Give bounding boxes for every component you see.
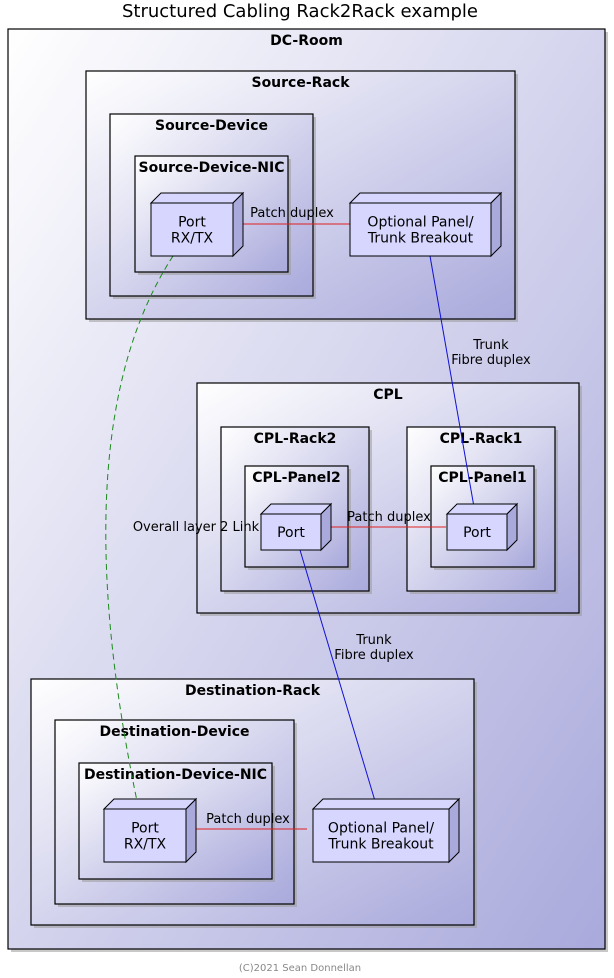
destination-panel-node-label-line: Trunk Breakout [327,837,434,853]
trunk-top-label: Fibre duplex [451,353,531,368]
destination-port-node-label-line: RX/TX [124,837,167,853]
trunk-edge-bottom [299,549,376,802]
source-patch-label: Patch duplex [250,206,334,221]
source-nic-label: Source-Device-NIC [138,160,284,176]
cpl-panel1-port-node: Port [445,502,519,552]
overall-layer2-link-edge [105,255,174,802]
destination-nic-label: Destination-Device-NIC [84,767,267,783]
edges-layer [105,223,475,830]
source-port-node-label-line: RX/TX [171,231,214,247]
source-panel-node: Optional Panel/Trunk Breakout [348,191,503,258]
overall-link-label: Overall layer 2 Link [133,520,260,535]
cpl-panel2-label: CPL-Panel2 [252,470,341,486]
trunk-bottom-label: Trunk [355,633,392,648]
cpl-panel1-label: CPL-Panel1 [438,470,527,486]
source-device-label: Source-Device [155,118,268,134]
destination-rack-label: Destination-Rack [185,683,321,699]
destination-device-label: Destination-Device [99,724,249,740]
cpl-panel2-port-node-label-line: Port [277,525,305,541]
source-port-node-label-line: Port [178,215,206,231]
cpl-label: CPL [373,387,403,403]
cpl-patch-label: Patch duplex [347,510,431,525]
destination-patch-label: Patch duplex [206,812,290,827]
trunk-edge-top [429,255,475,508]
cpl-rack2-label: CPL-Rack2 [254,431,337,447]
copyright-footer: (C)2021 Sean Donnellan [239,963,361,974]
frames-layer: DC-RoomSource-RackSource-DeviceSource-De… [7,28,608,952]
source-panel-node-label-line: Trunk Breakout [367,231,474,247]
trunk-bottom-label: Fibre duplex [334,648,414,663]
destination-panel-node-label-line: Optional Panel/ [328,821,434,837]
source-panel-node-label-line: Optional Panel/ [367,215,473,231]
diagram-title: Structured Cabling Rack2Rack example [122,1,478,22]
cpl-panel1-port-node-label-line: Port [463,525,491,541]
source-rack-label: Source-Rack [251,75,350,91]
trunk-top-label: Trunk [472,338,509,353]
dc-room-label: DC-Room [270,33,343,49]
destination-panel-node: Optional Panel/Trunk Breakout [311,797,461,864]
cpl-panel2-port-node: Port [259,502,333,552]
cpl-rack1-label: CPL-Rack1 [440,431,523,447]
destination-port-node-label-line: Port [131,821,159,837]
